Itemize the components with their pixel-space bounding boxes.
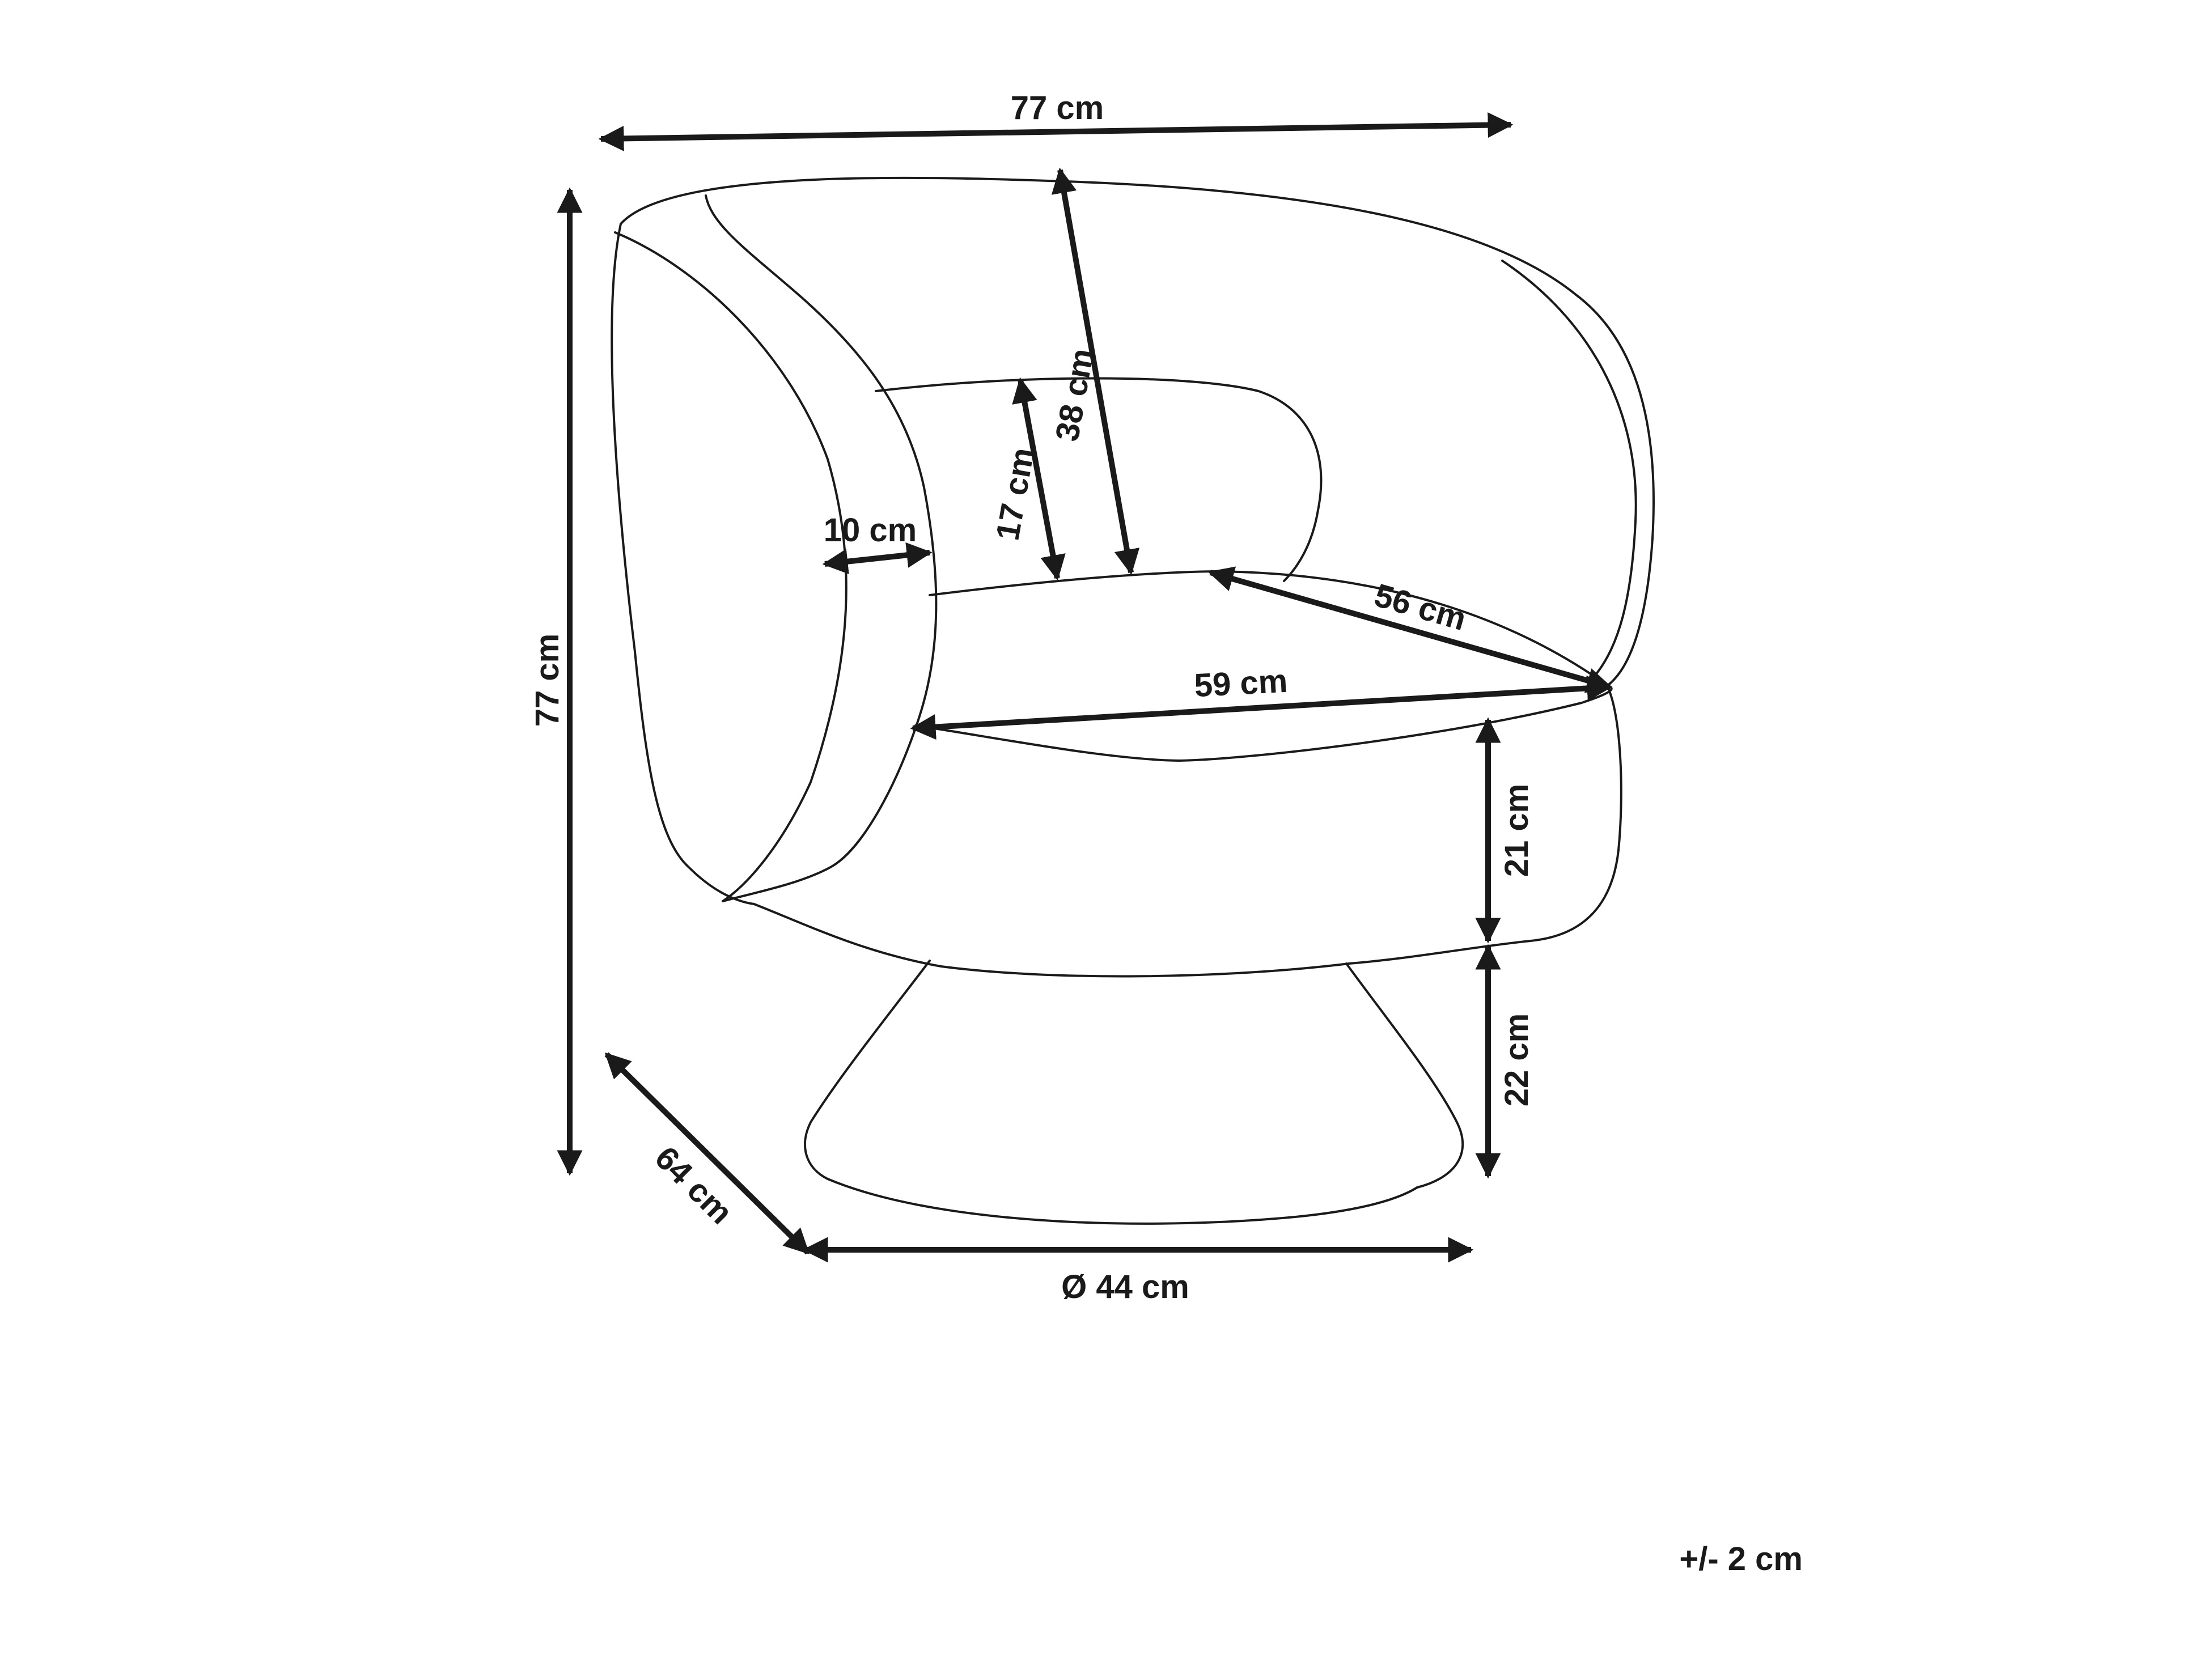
armrest-left-rim <box>614 231 847 902</box>
shell-left-edge <box>611 223 755 905</box>
backrest-outer-edge <box>620 176 1655 687</box>
dimension-lines <box>557 112 1613 1263</box>
armrest-width-label: 10 cm <box>824 512 917 549</box>
overall-width-label: 77 cm <box>1011 90 1104 126</box>
pedestal-right <box>1345 962 1464 1189</box>
armrest-width-arrow <box>822 542 933 575</box>
seat-depth-arrow <box>1207 566 1613 693</box>
overall-height-label: 77 cm <box>529 634 566 727</box>
overall-depth-label: 64 cm <box>648 1139 740 1231</box>
backrest-height-arrow <box>1051 167 1140 575</box>
seat-width-label: 59 cm <box>1193 663 1289 705</box>
chair-outline <box>611 176 1655 1225</box>
pedestal-left <box>804 960 931 1180</box>
armrest-left-inner <box>705 194 938 902</box>
dimension-labels: 77 cm 77 cm 38 cm 17 cm 10 cm 56 cm 59 c… <box>529 90 1803 1577</box>
base-diameter-label: Ø 44 cm <box>1061 1268 1189 1305</box>
seat-base-right <box>1348 685 1622 965</box>
armrest-inner-height-arrow <box>1012 377 1066 581</box>
seat-depth-label: 56 cm <box>1370 576 1470 638</box>
backrest-inner-top <box>875 377 1323 582</box>
backrest-rim-right <box>1501 260 1637 676</box>
backrest-height-label: 38 cm <box>1049 346 1101 444</box>
pedestal-height-label: 22 cm <box>1498 1013 1535 1106</box>
armrest-inner-height-label: 17 cm <box>989 445 1042 543</box>
seat-base-bottom <box>753 903 1350 978</box>
overall-depth-arrow <box>604 1052 810 1255</box>
tolerance-note: +/- 2 cm <box>1679 1541 1803 1577</box>
overall-width-arrow <box>598 112 1514 151</box>
pedestal-bottom <box>827 1178 1418 1225</box>
seat-base-height-label: 21 cm <box>1498 784 1535 877</box>
seat-width-arrow <box>910 675 1613 740</box>
